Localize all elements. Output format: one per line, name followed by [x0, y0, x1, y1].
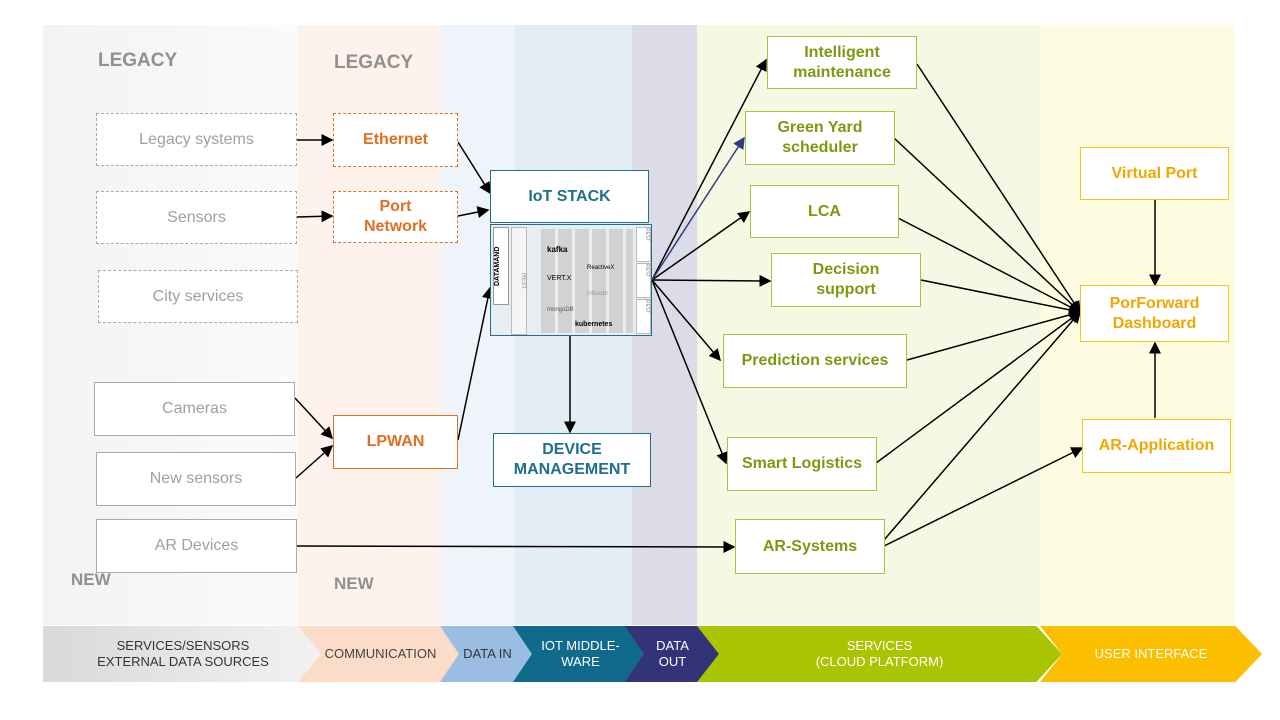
- stack-kubernetes: kubernetes: [575, 321, 613, 328]
- band-user-interface: USER INTERFACE: [1040, 626, 1262, 682]
- source-new-sensors: New sensors: [96, 452, 296, 506]
- service-intelligent-maintenance: Intelligent maintenance: [767, 36, 917, 89]
- legacy-comm-label: LEGACY: [334, 52, 414, 73]
- service-prediction-services: Prediction services: [723, 334, 907, 388]
- service-smart-logistics: Smart Logistics: [727, 437, 877, 491]
- legacy-label: LEGACY: [98, 50, 178, 71]
- ui-ar-application: AR-Application: [1082, 419, 1231, 473]
- device-management: DEVICE MANAGEMENT: [493, 433, 651, 487]
- stack-mongodb: mongoDB: [547, 307, 574, 313]
- stack-reactivex: ReactiveX: [587, 265, 615, 271]
- band-services-cloud: SERVICES (CLOUD PLATFORM): [697, 626, 1062, 682]
- service-ar-systems: AR-Systems: [735, 519, 885, 574]
- stack-rest-out-2: REST: [636, 263, 651, 298]
- stack-rest: REST: [511, 227, 527, 335]
- comm-ethernet: Ethernet: [333, 113, 458, 167]
- source-legacy-systems: Legacy systems: [96, 113, 297, 166]
- new-label: NEW: [71, 570, 111, 589]
- stack-vertx: VERT.X: [547, 275, 572, 282]
- new-comm-label: NEW: [334, 574, 374, 593]
- source-ar-devices: AR Devices: [96, 519, 297, 573]
- ui-virtual-port: Virtual Port: [1080, 147, 1229, 200]
- stack-rest-out-3: REST: [636, 299, 651, 334]
- iot-stack-title: IoT STACK: [490, 170, 649, 223]
- comm-port-network: Port Network: [333, 191, 458, 243]
- source-sensors: Sensors: [96, 191, 297, 244]
- source-city-services: City services: [98, 270, 298, 323]
- band-communication: COMMUNICATION: [298, 626, 463, 682]
- service-lca: LCA: [750, 185, 899, 238]
- service-green-yard-scheduler: Green Yard scheduler: [745, 111, 895, 165]
- band-iot-middleware: IOT MIDDLE-WARE: [513, 626, 648, 682]
- stack-grid: [541, 229, 633, 333]
- comm-lpwan: LPWAN: [333, 415, 458, 469]
- stack-datamand: DATAMAND: [493, 227, 509, 305]
- band-services-sensors: SERVICES/SENSORS EXTERNAL DATA SOURCES: [43, 626, 323, 682]
- service-decision-support: Decision support: [771, 253, 921, 307]
- stack-rest-out-1: REST: [636, 227, 651, 262]
- source-cameras: Cameras: [94, 382, 295, 436]
- stack-influxdb: influxdb: [587, 291, 608, 297]
- ui-porforward-dashboard: PorForward Dashboard: [1080, 285, 1229, 342]
- iot-stack-diagram: DATAMAND REST kafka ReactiveX VERT.X inf…: [490, 224, 652, 336]
- stack-kafka: kafka: [547, 245, 568, 254]
